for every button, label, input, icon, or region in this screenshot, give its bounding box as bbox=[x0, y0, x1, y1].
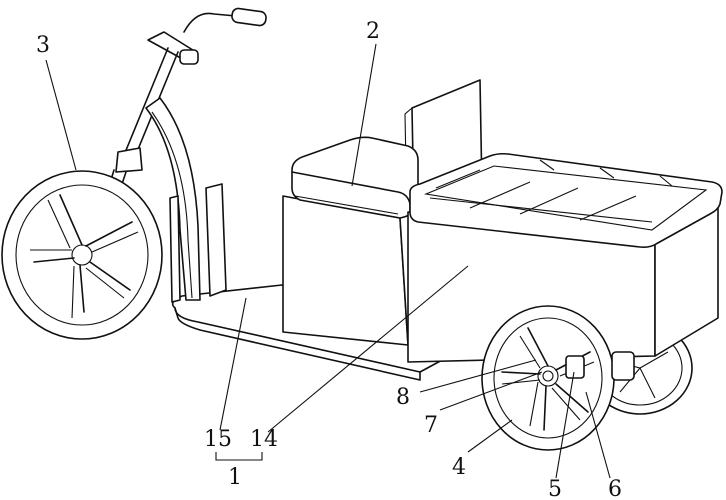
label-2: 2 bbox=[366, 19, 380, 44]
front-fender bbox=[145, 97, 227, 303]
label-1: 1 bbox=[228, 465, 242, 490]
label-8: 8 bbox=[396, 385, 410, 410]
label-4: 4 bbox=[452, 455, 466, 480]
label-14: 14 bbox=[250, 427, 278, 452]
label-5: 5 bbox=[548, 477, 562, 500]
part-labels: 3 2 15 14 1 8 7 4 5 6 bbox=[36, 19, 622, 500]
seat-box bbox=[282, 195, 426, 346]
label-6: 6 bbox=[608, 477, 622, 500]
rear-near-wheel bbox=[481, 305, 635, 451]
front-wheel bbox=[1, 170, 163, 340]
label-7: 7 bbox=[424, 413, 438, 438]
label-3: 3 bbox=[36, 33, 50, 58]
label-15: 15 bbox=[204, 427, 232, 452]
leader-lines bbox=[45, 43, 611, 479]
